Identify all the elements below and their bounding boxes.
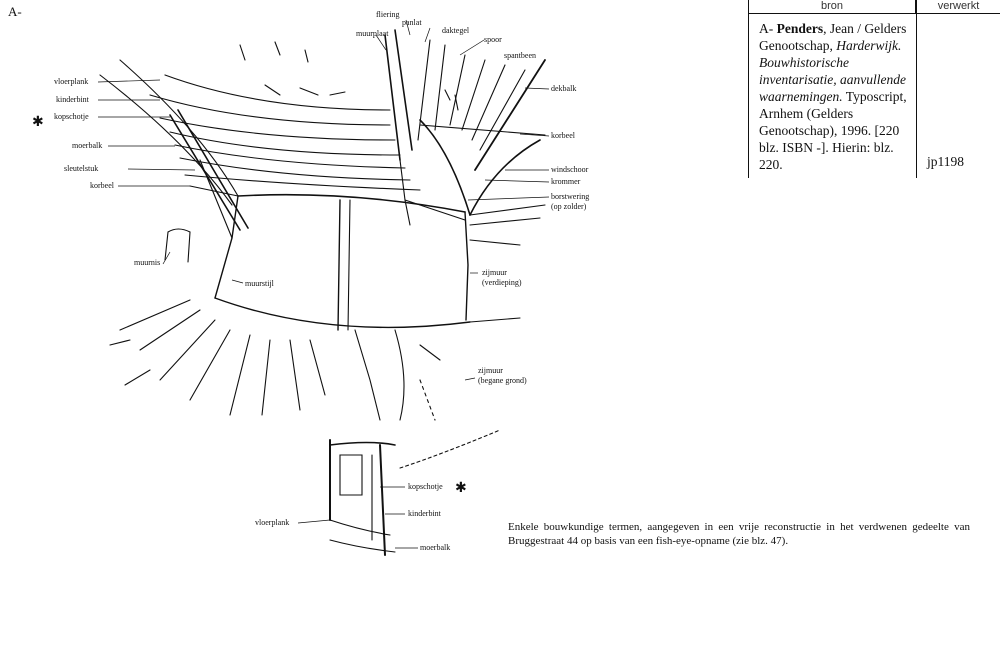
source-author-rest: , Jean / Gelders Genootschap, [759, 21, 907, 53]
label-spoor: spoor [484, 35, 502, 44]
source-prefix: A- [759, 21, 774, 36]
label-vloerplank: vloerplank [54, 77, 89, 86]
label-krommer: krommer [551, 177, 581, 186]
label-windschoor: windschoor [551, 165, 589, 174]
source-pages: Hierin: blz. 220. [759, 140, 894, 172]
label-kopschotje: kopschotje [54, 112, 89, 121]
label-fliering: fliering [376, 10, 400, 19]
label-zijmuur-lower-sub: (begane grond) [478, 376, 527, 385]
source-table: bron verwerkt A- Penders, Jean / Gelders… [748, 0, 1000, 178]
label-kopschotje-lower: kopschotje [408, 482, 443, 491]
label-korbeel-right: korbeel [551, 131, 575, 140]
header-bron: bron [749, 0, 916, 14]
label-korbeel-left: korbeel [90, 181, 114, 190]
label-kinderbint: kinderbint [56, 95, 89, 104]
label-muurnis: muurnis [134, 258, 161, 267]
source-entry: A- Penders, Jean / Gelders Genootschap, … [759, 20, 917, 173]
label-vloerplank-lower: vloerplank [255, 518, 290, 527]
figure-caption: Enkele bouwkundige termen, aangegeven in… [508, 521, 970, 547]
label-sleutelstuk: sleutelstuk [64, 164, 99, 173]
source-author: Penders [776, 21, 824, 36]
label-zijmuur-lower: zijmuur [478, 366, 503, 375]
label-borstwering-sub: (op zolder) [551, 202, 587, 211]
label-daktegel: daktegel [442, 26, 470, 35]
label-muurplaat: muurplaat [356, 29, 389, 38]
source-publication: Typoscript, Arnhem (Gelders Genootschap)… [759, 89, 907, 155]
column-divider [916, 0, 917, 178]
star-icon: ✱ [32, 115, 44, 130]
label-moerbalk: moerbalk [72, 141, 103, 150]
star-icon-lower: ✱ [455, 481, 467, 496]
source-title: Harderwijk. Bouwhistorische inventarisat… [759, 38, 906, 104]
label-dekbalk: dekbalk [551, 84, 577, 93]
label-moerbalk-lower: moerbalk [420, 543, 451, 552]
label-spantbeen: spantbeen [504, 51, 536, 60]
header-verwerkt: verwerkt [916, 0, 1000, 14]
label-zijmuur-upper: zijmuur [482, 268, 507, 277]
label-borstwering: borstwering [551, 192, 590, 201]
label-kinderbint-lower: kinderbint [408, 509, 441, 518]
label-panlat: panlat [402, 18, 422, 27]
label-muurstijl: muurstijl [245, 279, 274, 288]
source-code: jp1198 [927, 154, 964, 169]
page-label: A- [8, 4, 22, 19]
label-zijmuur-upper-sub: (verdieping) [482, 278, 522, 287]
